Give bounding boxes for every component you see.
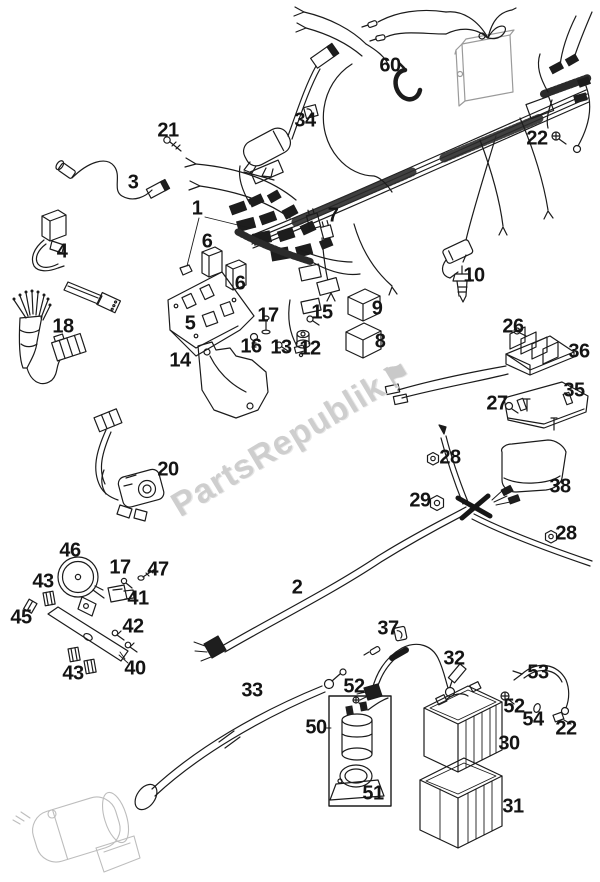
part-label-36: 36 [568,340,590,363]
part-label-21: 21 [157,119,179,142]
part-60-oring-drawing [393,62,423,102]
part-label-9: 9 [371,297,383,320]
part-label-33: 33 [241,679,263,702]
part-label-43a: 43 [32,570,54,593]
part-label-32: 32 [443,647,465,670]
part-2-cable-drawing [193,424,593,662]
part-label-27: 27 [486,392,508,415]
part-label-45: 45 [10,606,32,629]
part-label-6a: 6 [201,230,213,253]
part-label-41: 41 [127,587,149,610]
part-label-3: 3 [127,171,139,194]
part-label-31: 31 [502,795,524,818]
mount-nuts-drawing [426,451,558,544]
part-53-lead-drawing [500,664,572,725]
part-label-22a: 22 [526,127,548,150]
part-label-1: 1 [191,197,203,220]
part-label-52b: 52 [503,695,525,718]
starter-motor-drawing [12,791,141,873]
part-label-7: 7 [327,204,339,227]
part-label-16: 16 [240,335,262,358]
part-label-18: 18 [52,315,74,338]
part-34-plug-cap-drawing [242,42,340,181]
part-label-13: 13 [270,336,292,359]
main-harness-trunk-drawing [184,6,590,358]
part-46-horn-drawing [57,556,105,617]
part-7-fuses-drawing [305,208,334,240]
part-label-35: 35 [563,379,585,402]
cdi-unit-drawing [454,29,515,107]
part-label-4: 4 [56,240,68,263]
part-label-37: 37 [377,617,399,640]
part-20-switch-drawing [93,408,165,522]
part-label-50: 50 [305,716,327,739]
part-6-relays-drawing [201,246,247,291]
part-40-bracket-drawing [23,568,156,675]
part-label-43b: 43 [62,662,84,685]
part-label-38: 38 [549,475,571,498]
part-label-30: 30 [498,732,520,755]
part-label-29: 29 [409,489,431,512]
part-4-coil-drawing [31,209,122,314]
part-label-26: 26 [502,315,524,338]
part-label-51: 51 [362,782,384,805]
part-10-sensor-drawing [441,135,497,303]
part-label-22b: 22 [555,717,577,740]
part-38-cover-drawing [501,439,567,493]
part-9-8-relays-drawing [345,288,382,359]
part-label-17b: 17 [109,556,131,579]
part-label-53: 53 [527,661,549,684]
part-37-32-drawing [356,625,467,701]
part-label-14: 14 [169,349,191,372]
part-label-12: 12 [299,337,321,360]
part-31-battery-box-drawing [419,757,503,849]
small-hardware-drawing [249,315,320,352]
part-label-46: 46 [59,539,81,562]
part-label-34: 34 [294,109,316,132]
part-label-8: 8 [374,330,386,353]
part-label-5: 5 [184,312,196,335]
central-connector-cluster-drawing [228,165,361,315]
part-label-15: 15 [311,301,333,324]
part-label-28a: 28 [439,446,461,469]
part-label-6b: 6 [234,272,246,295]
part-label-42: 42 [122,615,144,638]
part-35-bracket-drawing [503,381,589,431]
part-label-60: 60 [379,54,401,77]
part-label-47: 47 [147,558,169,581]
part-21-screw-drawing [163,136,182,152]
part-label-20: 20 [157,458,179,481]
part-label-10: 10 [463,264,485,287]
part-label-17a: 17 [257,304,279,327]
part-30-battery-drawing [423,681,503,773]
topright-bundle-drawing [525,11,593,154]
part-label-52a: 52 [343,675,365,698]
part-33-cable-drawing [134,668,347,811]
part-3-lead-drawing [55,160,171,200]
part-label-2: 2 [291,576,303,599]
part-50-coil-kit-drawing [325,695,392,807]
part-36-regulator-drawing [384,326,575,406]
part-14-bracket-drawing [197,341,269,419]
cdi-wires-drawing [361,7,517,42]
part-label-28b: 28 [555,522,577,545]
part-label-54: 54 [522,708,544,731]
part-18-boot-drawing [12,289,87,385]
part-label-40: 40 [124,657,146,680]
